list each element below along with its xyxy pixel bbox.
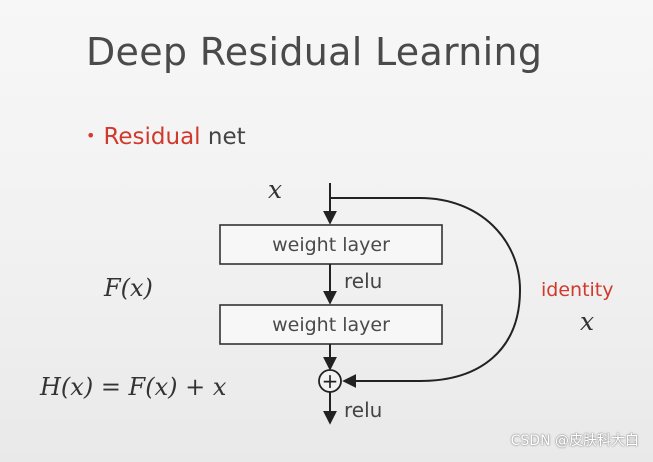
bullet-icon: • [86,126,96,145]
slide-title: Deep Residual Learning [86,30,543,74]
fx-label: F(x) [103,274,153,302]
identity-x-label: x [580,307,594,336]
watermark: CSDN @皮肤科大白 [510,433,639,449]
weight-layer-1-box [219,224,443,265]
identity-label: identity [541,279,614,301]
identity-shortcut-arrow [330,197,522,388]
input-x-label: x [268,175,282,204]
weight-layer-2-box [219,304,443,345]
bullet-item: • Residual net [86,124,246,150]
plus-symbol: + [322,369,339,393]
bullet-highlight: Residual [103,124,201,150]
weight-layer-2-label: weight layer [272,314,390,336]
weight-layer-1-label: weight layer [272,234,390,256]
relu-out-label: relu [344,398,382,422]
bullet-rest: net [200,124,246,150]
relu-mid-label: relu [344,269,382,293]
hx-equation: H(x) = F(x) + x [39,373,227,401]
